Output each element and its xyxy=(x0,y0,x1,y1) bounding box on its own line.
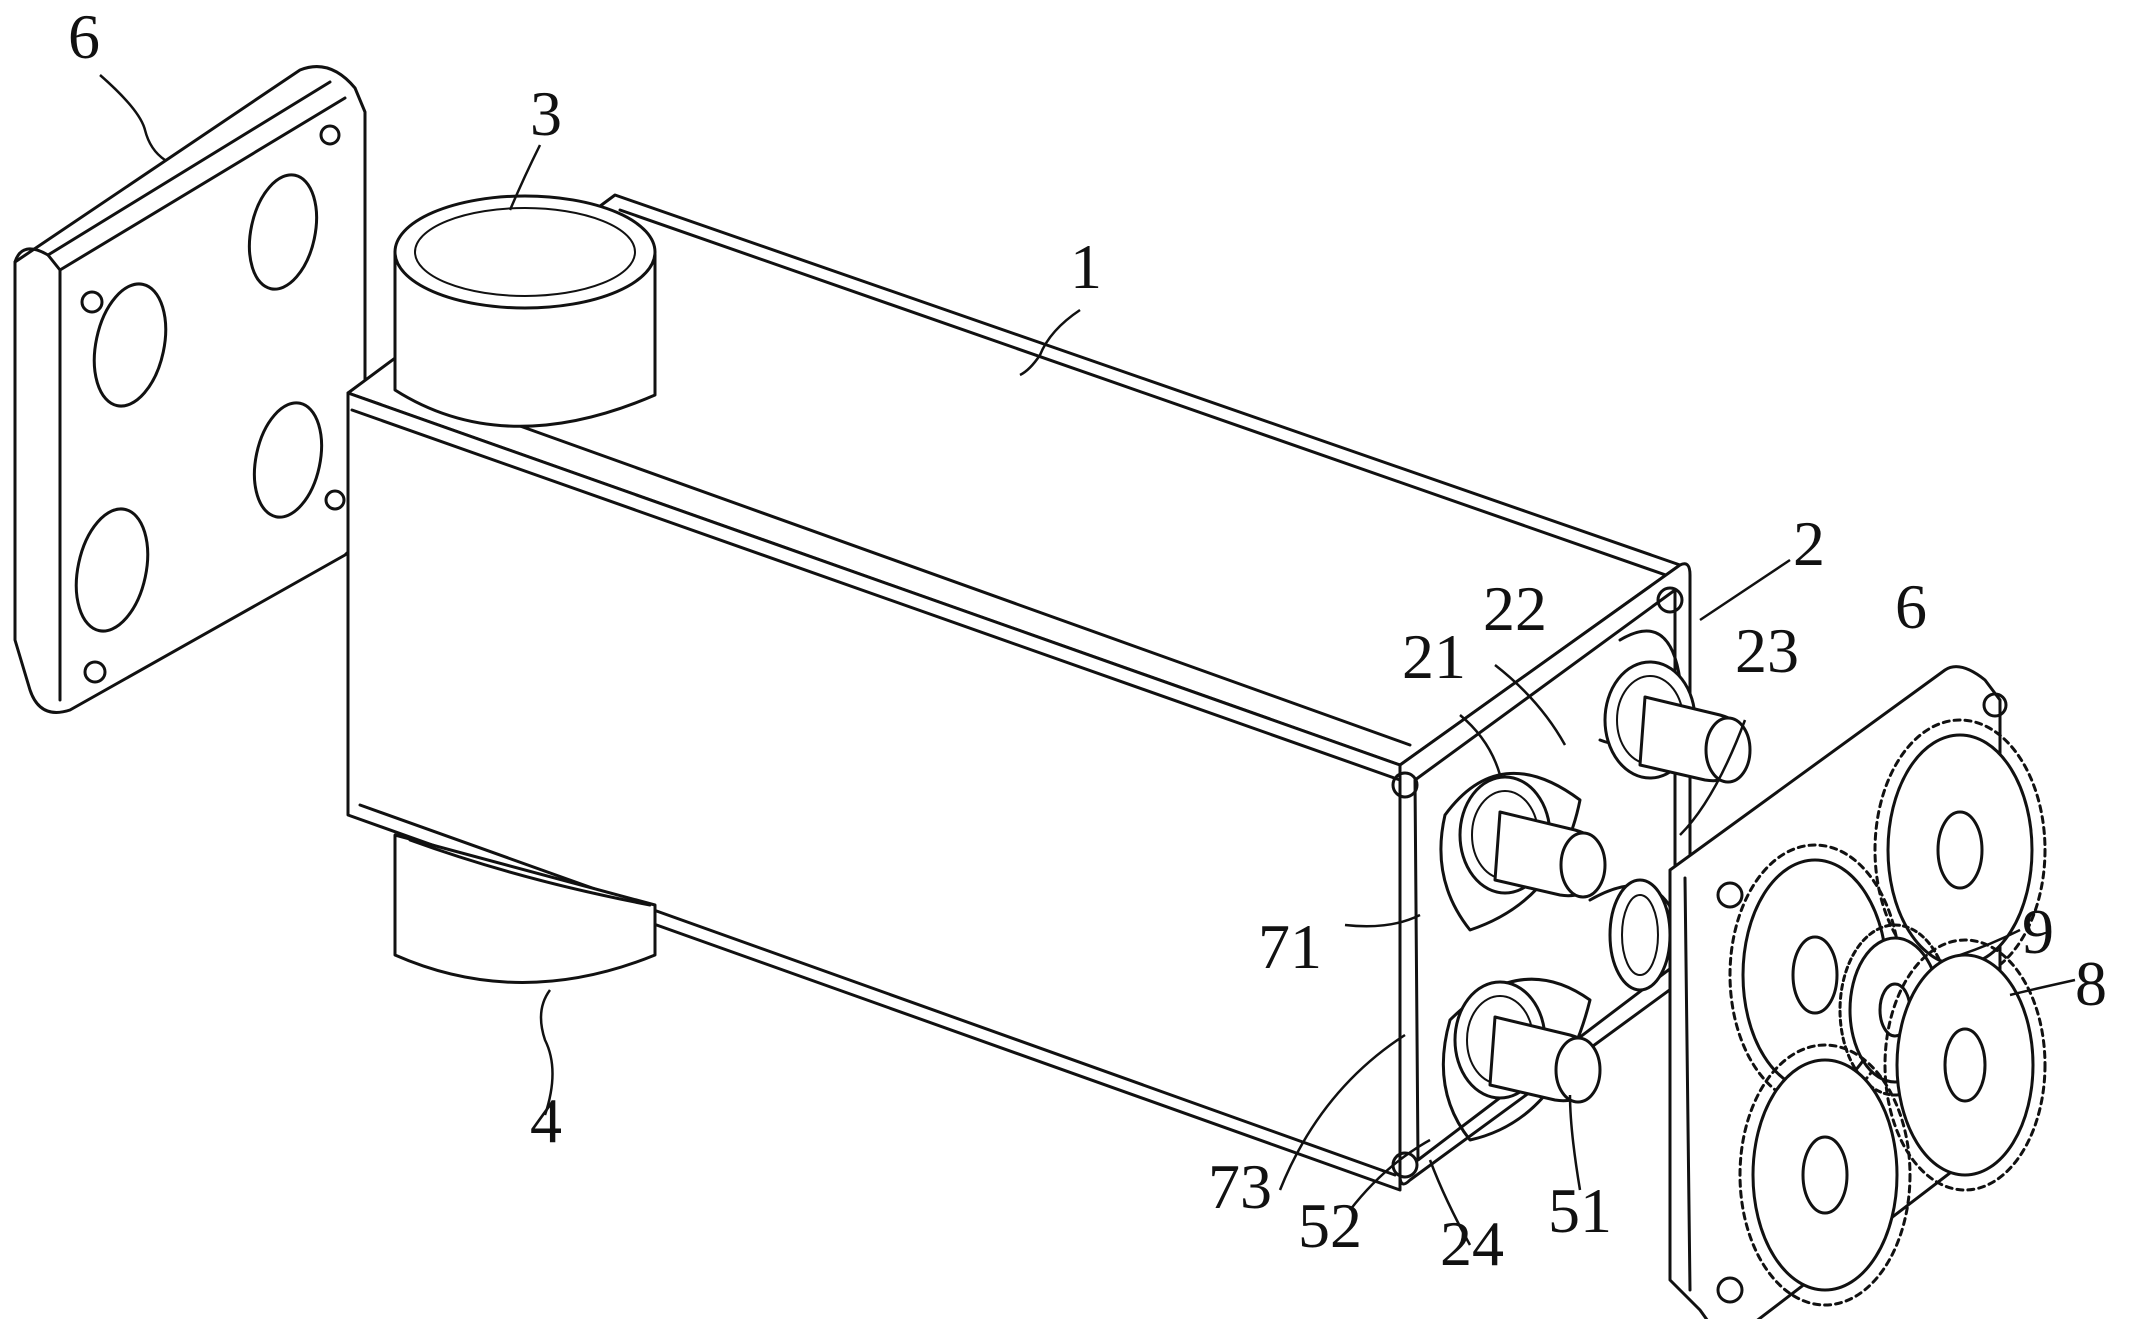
label-inlet: 3 xyxy=(530,78,562,149)
leader-lines xyxy=(99,74,2076,1246)
inlet-pipe xyxy=(393,194,657,428)
label-part-8: 8 xyxy=(2075,948,2107,1019)
label-outlet: 4 xyxy=(530,1085,562,1156)
gear-bottom xyxy=(1738,1043,1912,1307)
label-plate-left: 6 xyxy=(68,1,100,72)
label-housing: 1 xyxy=(1070,231,1102,302)
label-end-cover: 2 xyxy=(1793,508,1825,579)
shaft-upper-right xyxy=(1603,660,1752,784)
label-part-24: 24 xyxy=(1440,1208,1504,1279)
reference-labels: 6 3 1 4 2 6 21 22 23 71 9 8 73 52 24 51 xyxy=(68,1,2107,1279)
end-cover-assembly xyxy=(1391,586,1752,1179)
label-part-52: 52 xyxy=(1298,1190,1362,1261)
label-part-9: 9 xyxy=(2022,896,2054,967)
label-part-21: 21 xyxy=(1402,621,1466,692)
right-gear-plate xyxy=(1668,665,2047,1319)
label-part-23: 23 xyxy=(1735,615,1799,686)
shaft-lower-right xyxy=(1608,878,1672,992)
gear-lower-right xyxy=(1883,938,2047,1192)
shaft-lower-left xyxy=(1453,980,1602,1104)
label-part-71: 71 xyxy=(1258,911,1322,982)
label-part-73: 73 xyxy=(1208,1151,1272,1222)
left-mounting-plate xyxy=(13,65,367,714)
label-plate-right: 6 xyxy=(1895,571,1927,642)
label-part-51: 51 xyxy=(1548,1175,1612,1246)
label-part-22: 22 xyxy=(1483,573,1547,644)
outlet-pipe xyxy=(393,833,657,984)
shaft-upper-left xyxy=(1458,775,1607,899)
